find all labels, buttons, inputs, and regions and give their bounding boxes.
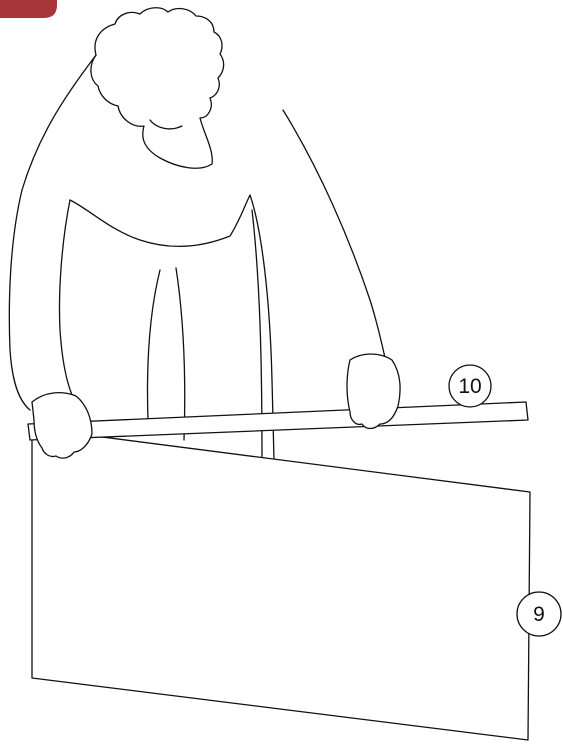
person-head	[91, 8, 224, 169]
person-right-hand	[347, 354, 400, 429]
person-left-arm	[59, 200, 72, 395]
callout-rail: 10	[449, 365, 491, 407]
person-ear	[150, 120, 182, 129]
callout-rail-label: 10	[458, 375, 481, 398]
callout-panel: 9	[517, 592, 561, 636]
rail	[28, 402, 528, 440]
panel	[32, 428, 530, 740]
callout-panel-label: 9	[533, 603, 545, 626]
corner-tab	[0, 0, 57, 18]
